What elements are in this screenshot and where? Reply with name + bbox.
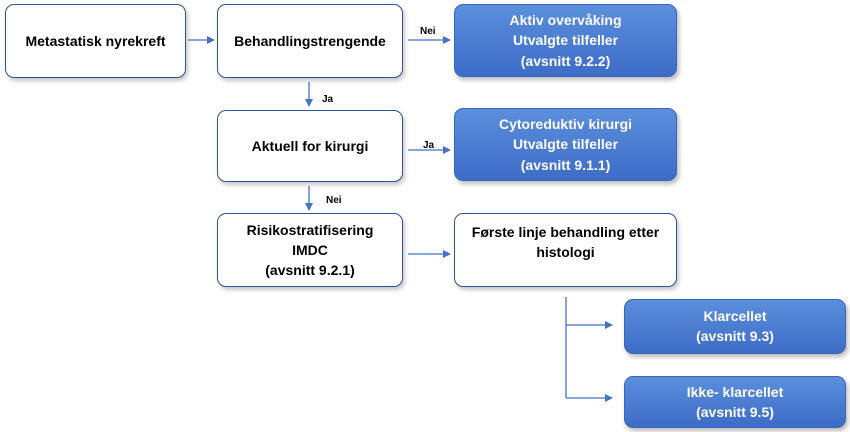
node-title: Aktiv overvåking xyxy=(509,12,622,29)
node-section-ref: (avsnitt 9.2.1) xyxy=(265,262,355,279)
node-aktuell-for-kirurgi: Aktuell for kirurgi xyxy=(217,110,403,182)
node-subtitle: Utvalgte tilfeller xyxy=(512,136,619,153)
node-behandlingstrengende: Behandlingstrengende xyxy=(217,4,403,78)
node-subtitle: IMDC xyxy=(292,241,328,258)
node-text: Behandlingstrengende xyxy=(234,32,386,49)
node-ikke-klarcellet: Ikke- klarcellet (avsnitt 9.5) xyxy=(624,376,846,428)
node-forste-linje-behandling: Første linje behandling etter histologi xyxy=(454,213,677,287)
node-title: Cytoreduktiv kirurgi xyxy=(498,116,633,133)
node-section-ref: (avsnitt 9.1.1) xyxy=(520,156,611,173)
node-title: Første linje behandling etter xyxy=(471,224,660,240)
edge-label-nei-top: Nei xyxy=(420,26,436,37)
node-section-ref: (avsnitt 9.3) xyxy=(696,328,774,345)
node-klarcellet: Klarcellet (avsnitt 9.3) xyxy=(624,299,846,354)
node-title: Ikke- klarcellet xyxy=(686,384,784,400)
node-section-ref: (avsnitt 9.5) xyxy=(696,404,774,421)
edge-label-nei-down: Nei xyxy=(326,195,342,206)
node-metastatisk-nyrekreft: Metastatisk nyrekreft xyxy=(5,4,186,78)
node-subtitle: Utvalgte tilfeller xyxy=(512,32,619,49)
node-text: Aktuell for kirurgi xyxy=(251,137,369,154)
edge-label-ja-down: Ja xyxy=(322,94,334,105)
edge-label-ja-right: Ja xyxy=(423,140,435,151)
node-text: Metastatisk nyrekreft xyxy=(25,32,166,49)
node-subtitle: histologi xyxy=(536,244,595,261)
node-risikostratifisering: Risikostratifisering IMDC (avsnitt 9.2.1… xyxy=(217,213,403,287)
node-section-ref: (avsnitt 9.2.2) xyxy=(520,52,611,69)
node-aktiv-overvaking: Aktiv overvåking Utvalgte tilfeller (avs… xyxy=(454,4,677,77)
node-title: Klarcellet xyxy=(703,308,767,324)
node-cytoreduktiv-kirurgi: Cytoreduktiv kirurgi Utvalgte tilfeller … xyxy=(454,108,677,181)
node-title: Risikostratifisering xyxy=(246,221,374,238)
